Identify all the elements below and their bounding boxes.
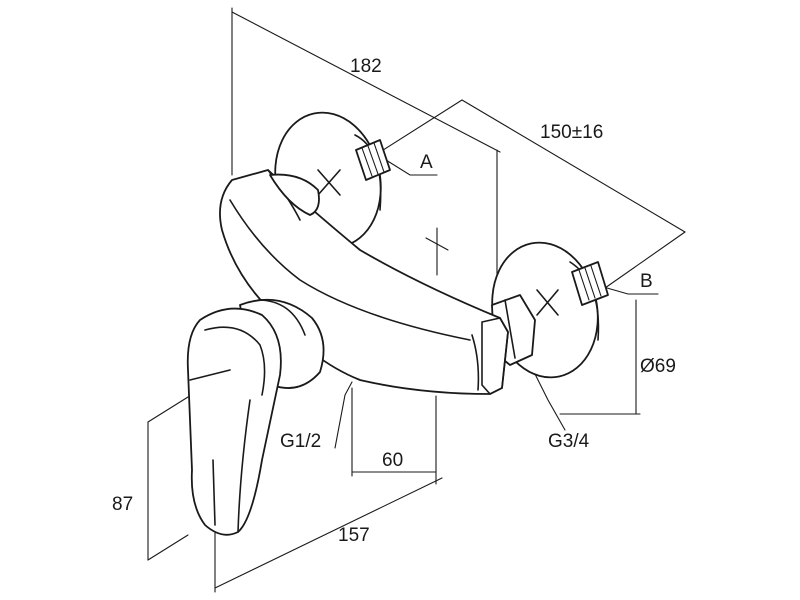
- dimension-labels: 182 150±16 A B Ø69 G1/2 G3/4 60 87 157: [112, 56, 676, 546]
- callout-a-label: A: [420, 152, 433, 173]
- dim-150-label: 150±16: [540, 122, 603, 143]
- thread-g12-label: G1/2: [280, 431, 321, 452]
- lever-handle: [186, 307, 282, 536]
- mixer-body: [219, 169, 536, 395]
- dim-60-label: 60: [382, 450, 403, 471]
- dim-87-label: 87: [112, 494, 133, 515]
- dim-69-label: Ø69: [640, 356, 676, 377]
- dim-157-label: 157: [338, 525, 370, 546]
- callout-b-label: B: [640, 271, 653, 292]
- thread-g34-label: G3/4: [548, 431, 590, 452]
- dim-182-label: 182: [350, 56, 382, 77]
- dimension-lines: [147, 7, 686, 593]
